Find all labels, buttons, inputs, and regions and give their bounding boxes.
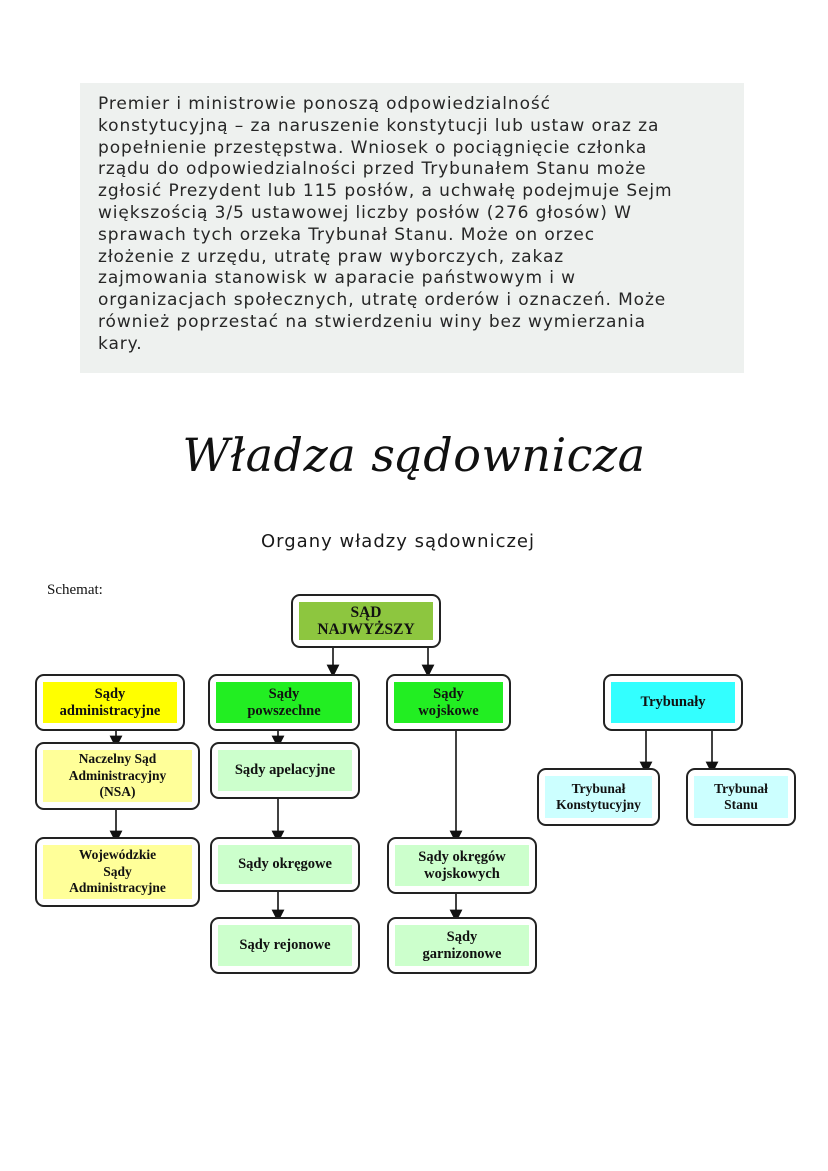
- node-sady-administracyjne-label: Sądy administracyjne: [43, 682, 177, 723]
- note-line: również poprzestać na stwierdzeniu winy …: [98, 311, 646, 332]
- node-sady-okregowe-label: Sądy okręgowe: [218, 845, 352, 884]
- node-sad-najwyzszy: SĄD NAJWYŻSZY: [291, 594, 441, 648]
- node-wojewodzkie-sady-administracyjne: Wojewódzkie Sądy Administracyjne: [35, 837, 200, 907]
- note-line: większością 3/5 ustawowej liczby posłów …: [98, 202, 632, 223]
- node-sady-garnizonowe-label: Sądy garnizonowe: [395, 925, 529, 966]
- node-sady-okregowe: Sądy okręgowe: [210, 837, 360, 892]
- node-trybunaly: Trybunały: [603, 674, 743, 731]
- node-sady-apelacyjne: Sądy apelacyjne: [210, 742, 360, 799]
- note-paragraph: Premier i ministrowie ponoszą odpowiedzi…: [98, 94, 726, 356]
- node-sady-rejonowe: Sądy rejonowe: [210, 917, 360, 974]
- node-sady-okregow-wojskowych-label: Sądy okręgów wojskowych: [395, 845, 529, 886]
- node-sad-najwyzszy-label: SĄD NAJWYŻSZY: [299, 602, 433, 640]
- page-title: Władza sądownicza: [182, 428, 646, 482]
- note-line: zgłosić Prezydent lub 115 posłów, a uchw…: [98, 181, 673, 202]
- node-sady-okregow-wojskowych: Sądy okręgów wojskowych: [387, 837, 537, 894]
- node-sady-powszechne: Sądy powszechne: [208, 674, 360, 731]
- note-line: Premier i ministrowie ponoszą odpowiedzi…: [98, 94, 551, 114]
- node-sady-rejonowe-label: Sądy rejonowe: [218, 925, 352, 966]
- note-box: Premier i ministrowie ponoszą odpowiedzi…: [80, 83, 744, 373]
- node-nsa: Naczelny Sąd Administracyjny (NSA): [35, 742, 200, 810]
- note-line: sprawach tych orzeka Trybunał Stanu. Moż…: [98, 224, 596, 245]
- note-line: zajmowania stanowisk w aparacie państwow…: [98, 268, 576, 289]
- node-sady-administracyjne: Sądy administracyjne: [35, 674, 185, 731]
- node-sady-garnizonowe: Sądy garnizonowe: [387, 917, 537, 974]
- diagram-label: Schemat:: [47, 582, 103, 598]
- node-sady-wojskowe-label: Sądy wojskowe: [394, 682, 503, 723]
- note-line: popełnienie przestępstwa. Wniosek o poci…: [98, 137, 648, 158]
- node-sady-apelacyjne-label: Sądy apelacyjne: [218, 750, 352, 791]
- node-wojewodzkie-sady-administracyjne-label: Wojewódzkie Sądy Administracyjne: [43, 845, 192, 899]
- node-trybunal-stanu-label: Trybunał Stanu: [694, 776, 788, 818]
- node-sady-powszechne-label: Sądy powszechne: [216, 682, 352, 723]
- node-trybunal-konstytucyjny-label: Trybunał Konstytucyjny: [545, 776, 652, 818]
- node-trybunaly-label: Trybunały: [611, 682, 735, 723]
- node-trybunal-stanu: Trybunał Stanu: [686, 768, 796, 826]
- node-trybunal-konstytucyjny: Trybunał Konstytucyjny: [537, 768, 660, 826]
- node-sady-wojskowe: Sądy wojskowe: [386, 674, 511, 731]
- page-subtitle: Organy władzy sądowniczej: [260, 531, 535, 552]
- note-line: złożenie z urzędu, utratę praw wyborczyc…: [98, 246, 565, 267]
- note-line: konstytucyjną – za naruszenie konstytucj…: [98, 115, 660, 136]
- note-line: kary.: [98, 333, 143, 354]
- node-nsa-label: Naczelny Sąd Administracyjny (NSA): [43, 750, 192, 802]
- note-line: organizacjach społecznych, utratę orderó…: [98, 290, 667, 311]
- note-line: rządu do odpowiedzialności przed Trybuna…: [98, 159, 647, 180]
